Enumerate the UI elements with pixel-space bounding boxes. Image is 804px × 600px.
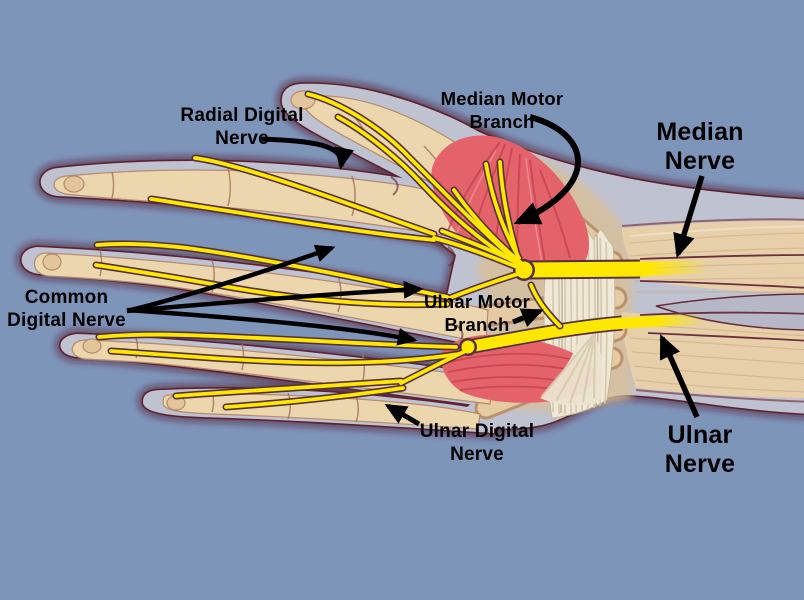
arrow-ulnar-digital-nerve <box>384 403 421 427</box>
arrow-median-nerve <box>673 175 705 259</box>
ulnar-nerve <box>459 311 804 356</box>
label-common-digital-nerve: Common Digital Nerve <box>7 287 126 332</box>
digital-nerve-branches <box>96 94 560 407</box>
annotation-arrows <box>126 114 705 427</box>
forearm-tendons <box>621 218 804 403</box>
arrow-median-motor-branch <box>513 114 581 225</box>
label-ulnar-motor-branch: Ulnar Motor Branch <box>423 291 530 335</box>
arrow-common-digital-1 <box>126 244 336 314</box>
arrow-common-digital-2 <box>126 280 424 314</box>
arrow-ulnar-motor-branch <box>512 308 544 328</box>
arrow-radial-digital-nerve <box>261 136 355 170</box>
label-median-nerve: Median Nerve <box>656 118 744 175</box>
label-ulnar-nerve: Ulnar Nerve <box>664 421 736 478</box>
arrow-common-digital-3 <box>126 307 418 346</box>
label-radial-digital-nerve: Radial Digital Nerve <box>180 105 304 150</box>
arrow-ulnar-nerve <box>659 333 700 419</box>
hypothenar-tendon-fan <box>540 330 604 406</box>
label-ulnar-digital-nerve: Ulnar Digital Nerve <box>419 421 535 466</box>
label-median-motor-branch: Median Motor Branch <box>440 88 564 132</box>
